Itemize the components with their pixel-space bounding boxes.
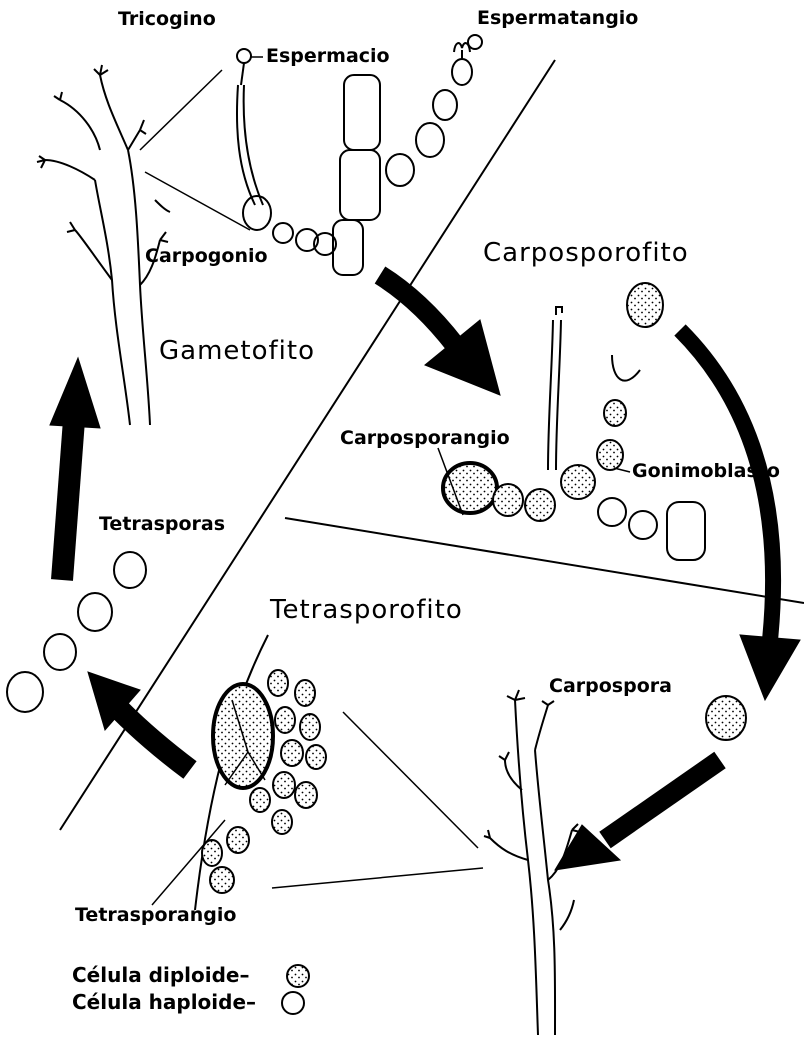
legend-diploid-symbol bbox=[287, 965, 309, 987]
released-carpospora bbox=[627, 283, 663, 327]
label-tetrasporas: Tetrasporas bbox=[99, 515, 225, 534]
carposporangio-cell bbox=[443, 463, 497, 513]
label-tetrasporangio: Tetrasporangio bbox=[75, 906, 236, 925]
secondary-divider-line bbox=[285, 518, 804, 603]
arrow-to-tetrasporas bbox=[88, 672, 190, 770]
arrow-to-gametofito bbox=[50, 358, 100, 580]
gametofito-zoom-lines bbox=[140, 70, 250, 230]
label-carpogonio: Carpogonio bbox=[145, 247, 268, 266]
tetrasporangio-zoom bbox=[195, 635, 326, 910]
arrow-to-new-gametofito bbox=[555, 760, 720, 870]
legend-symbols bbox=[282, 965, 309, 1014]
label-espermatangio: Espermatangio bbox=[477, 9, 638, 28]
label-tricogino: Tricogino bbox=[118, 10, 216, 29]
carpospora-cell bbox=[706, 696, 746, 740]
label-carposporofito: Carposporofito bbox=[483, 240, 689, 266]
label-espermacio: Espermacio bbox=[266, 47, 390, 66]
legend-haploid-label: Célula haploide– bbox=[72, 992, 256, 1012]
arrow-to-carposporofito bbox=[380, 275, 500, 395]
legend-haploid-symbol bbox=[282, 992, 304, 1014]
label-tetrasporofito: Tetrasporofito bbox=[270, 597, 463, 623]
carposporofito-cells bbox=[443, 283, 705, 560]
label-gonimoblasto: Gonimoblasto bbox=[632, 462, 780, 481]
tetrasporofito-zoom-lines bbox=[152, 712, 483, 905]
legend-diploid-label: Célula diploide– bbox=[72, 965, 249, 985]
label-carposporangio: Carposporangio bbox=[340, 429, 510, 448]
label-gametofito: Gametofito bbox=[159, 338, 315, 364]
carpogonio-branch bbox=[237, 35, 482, 275]
label-carpospora: Carpospora bbox=[549, 677, 672, 696]
